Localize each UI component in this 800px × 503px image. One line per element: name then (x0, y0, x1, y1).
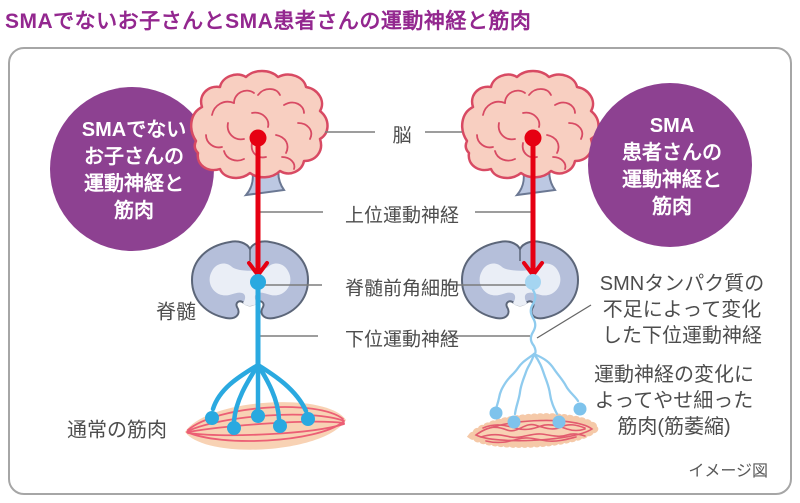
left-circle-line: 運動神経と (83, 173, 184, 195)
spinal-cord-illustration-left (191, 240, 309, 320)
spinal-cord-label: 脊髄 (156, 301, 196, 324)
brain-neuron-dot-right (524, 129, 542, 147)
left-highlight-circle (50, 87, 214, 251)
right-circle-label: SMA 患者さんの 運動神経と 筋肉 (622, 113, 722, 221)
brain-neuron-dot-left (249, 129, 267, 147)
diagram-card: SMAでない お子さんの 運動神経と 筋肉 SMA 患者さんの 運動神経と 筋肉… (8, 47, 792, 495)
right-circle-line: 筋肉 (652, 196, 692, 218)
label-connector-lines (258, 131, 533, 337)
neuromuscular-dots-right (489, 402, 587, 429)
atrophy-annotation-line: 運動神経の変化に (594, 364, 754, 386)
right-highlight-circle (588, 83, 752, 247)
sma-diagram-illustration (50, 69, 752, 450)
page-title: SMAでないお子さんとSMA患者さんの運動神経と筋肉 (5, 10, 532, 33)
right-circle-line: SMA (649, 115, 695, 137)
atrophy-annotation: 運動神経の変化に よってやせ細った 筋肉(筋萎縮) (594, 362, 754, 440)
left-circle-line: SMAでない (81, 119, 187, 141)
spinal-cord-illustration-right (461, 240, 579, 320)
atrophied-muscle-illustration (466, 413, 601, 448)
lower-motor-neuron-left (210, 282, 309, 424)
smn-deficiency-annotation: SMNタンパク質の 不足によって変化 した下位運動神経 (600, 271, 764, 349)
left-circle-line: 筋肉 (113, 200, 154, 222)
normal-muscle-label: 通常の筋肉 (67, 419, 167, 442)
right-circle-line: 患者さんの (622, 142, 722, 164)
anterior-horn-cell-dot-left (250, 274, 266, 290)
right-circle-line: 運動神経と (622, 169, 722, 191)
atrophy-annotation-line: 筋肉(筋萎縮) (617, 416, 731, 438)
neuromuscular-dots-left (205, 409, 315, 435)
smn-annotation-line: した下位運動神経 (601, 325, 762, 347)
image-note: イメージ図 (688, 463, 768, 480)
lower-motor-neuron-right (494, 288, 580, 416)
lower-motor-neuron-label: 下位運動神経 (344, 329, 460, 351)
anterior-horn-cell-label: 脊髄前角細胞 (344, 278, 460, 300)
smn-annotation-line: 不足によって変化 (602, 299, 762, 321)
brain-label: 脳 (392, 125, 412, 147)
upper-motor-neuron-label: 上位運動神経 (344, 205, 460, 227)
smn-annotation-pointer-line (536, 304, 592, 339)
left-circle-line: お子さんの (83, 146, 184, 168)
atrophy-annotation-line: よってやせ細った (594, 390, 754, 412)
smn-annotation-line: SMNタンパク質の (599, 273, 765, 295)
left-circle-label: SMAでない お子さんの 運動神経と 筋肉 (82, 117, 186, 225)
normal-muscle-illustration (185, 402, 346, 450)
upper-motor-neurons (247, 135, 544, 278)
anterior-horn-cell-dot-right (525, 274, 541, 290)
